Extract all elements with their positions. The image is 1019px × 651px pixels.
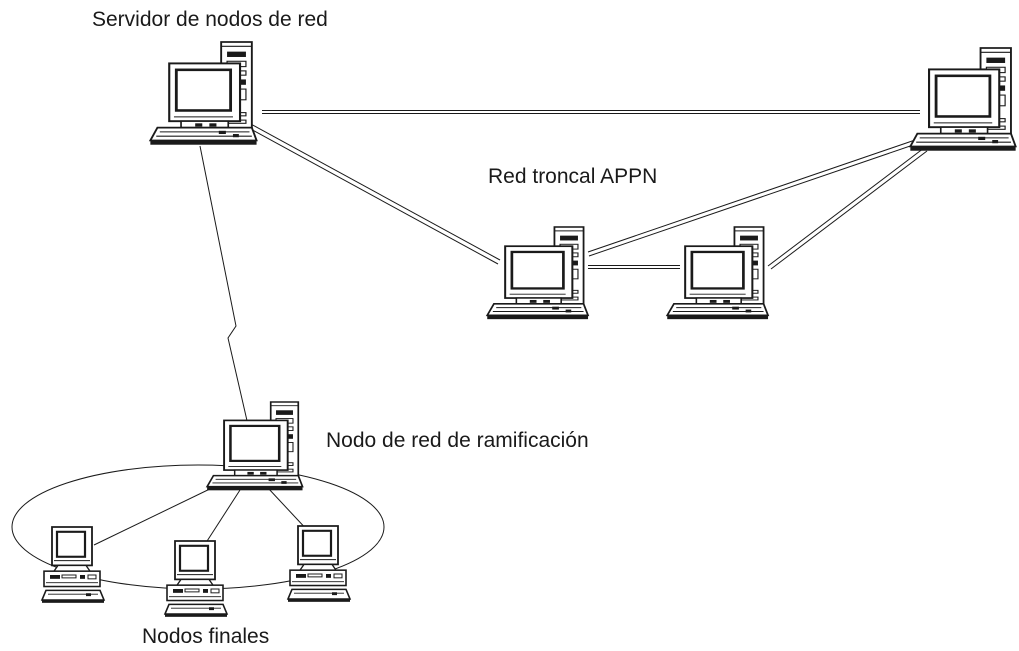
backbone-node-middle-icon [665,225,770,321]
label-end-nodes: Nodos finales [142,625,269,648]
link-center-right [587,138,919,253]
label-appn-backbone: Red troncal APPN [488,165,657,188]
label-branch-network-node: Nodo de red de ramificación [326,429,589,452]
link-server-center-b [235,120,499,265]
label-network-node-server: Servidor de nodos de red [92,8,328,31]
link-server-branch-lightning [199,145,249,426]
link-center-right-b [588,142,920,257]
network-node-server-icon [148,40,258,147]
end-node-2-icon [163,539,229,618]
backbone-links [235,110,928,270]
backbone-node-center-icon [485,225,590,321]
link-middle-right [767,147,925,267]
end-node-3-icon [286,524,352,603]
branch-network-node-icon [205,400,304,492]
backbone-node-right-icon [908,46,1018,153]
link-branch-end1 [93,485,217,546]
link-server-center [237,116,501,261]
link-middle-right-b [770,150,928,270]
end-node-1-icon [40,525,106,604]
